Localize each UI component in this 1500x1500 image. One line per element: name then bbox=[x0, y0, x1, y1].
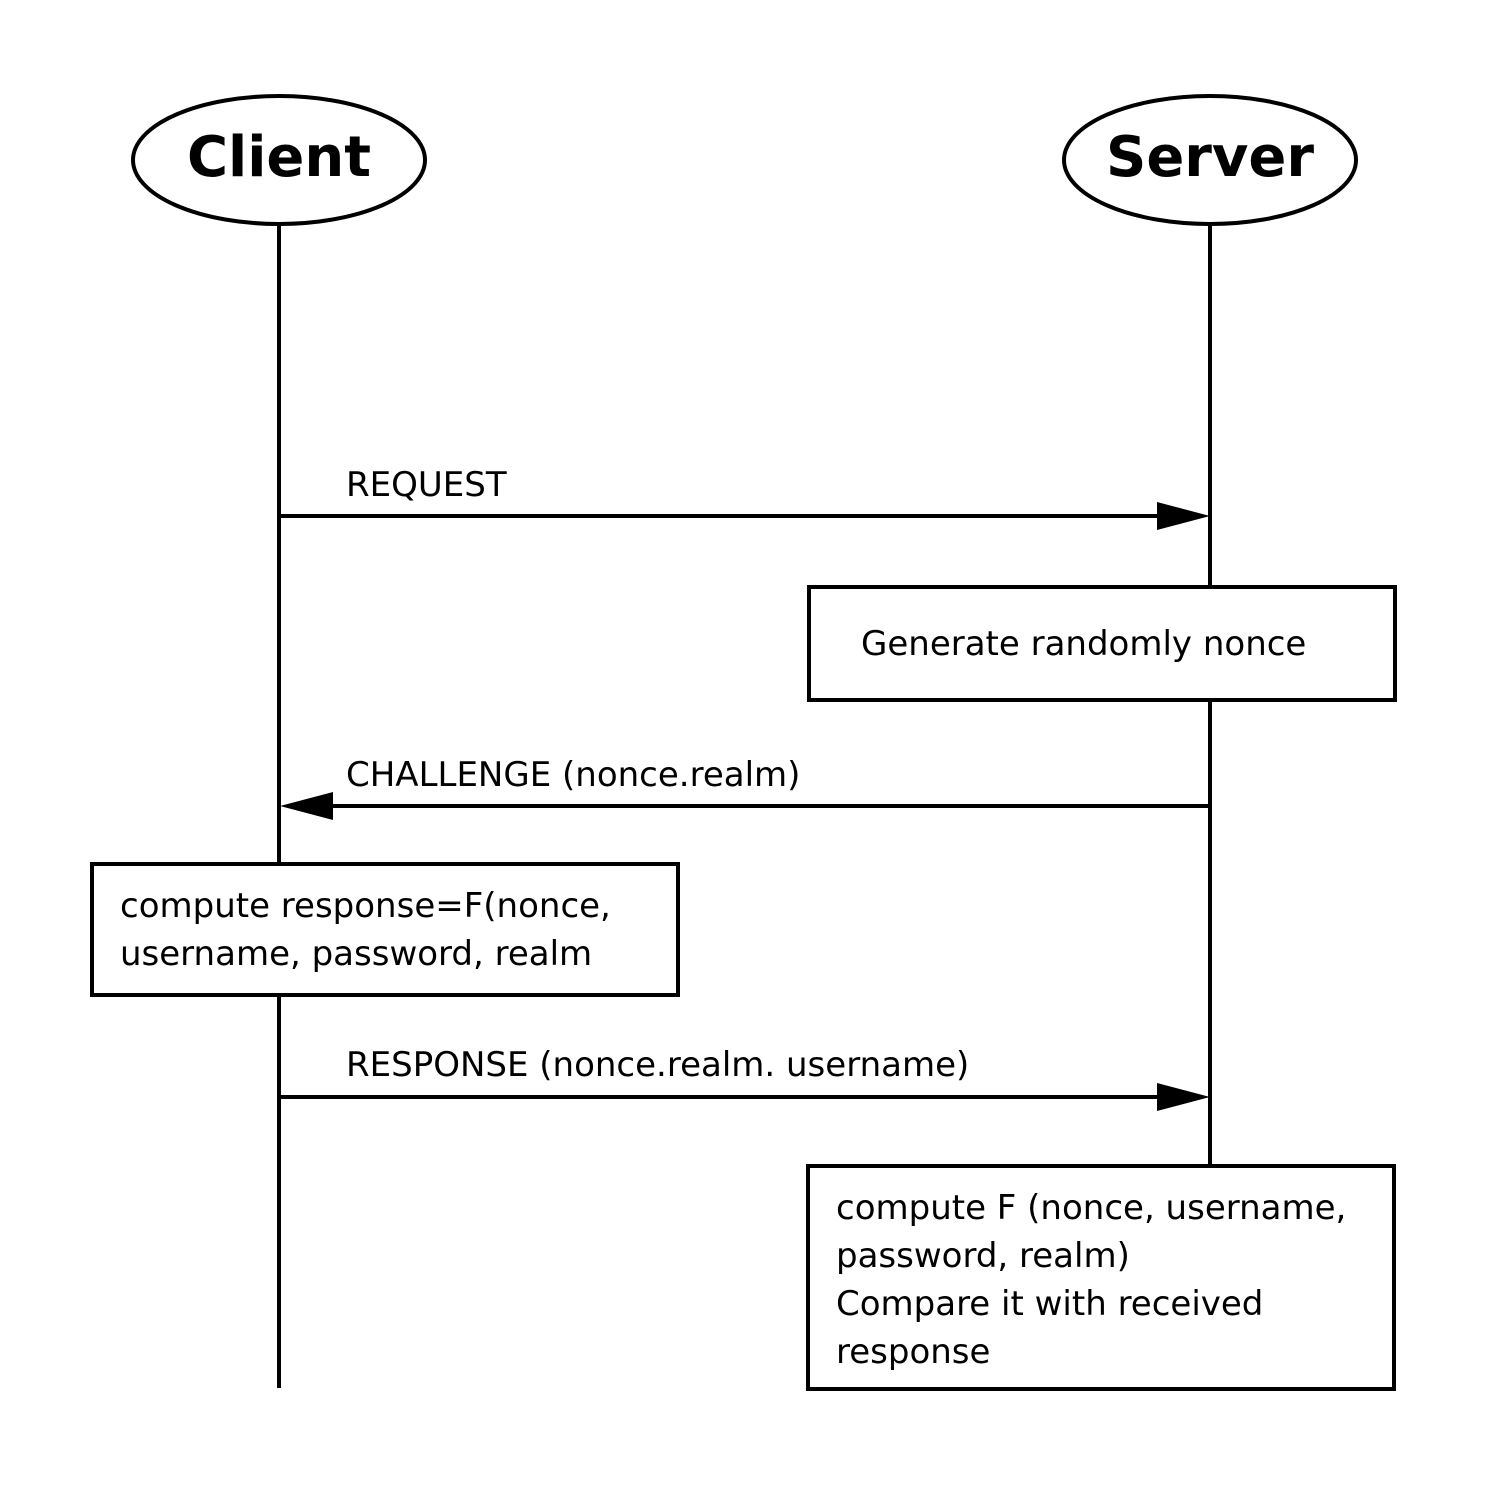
request-arrowhead bbox=[1157, 502, 1210, 530]
client-compute-note: compute response=F(nonce, username, pass… bbox=[90, 862, 680, 997]
client-compute-line-2: username, password, realm bbox=[120, 934, 593, 974]
client-actor-label: Client bbox=[186, 125, 372, 190]
client-compute-line-1: compute response=F(nonce, bbox=[120, 886, 611, 926]
server-compute-line-1: compute F (nonce, username, bbox=[836, 1188, 1347, 1228]
challenge-message-label: CHALLENGE (nonce.realm) bbox=[346, 755, 801, 795]
request-message-label: REQUEST bbox=[346, 465, 507, 505]
generate-nonce-note: Generate randomly nonce bbox=[807, 585, 1397, 702]
server-compute-note: compute F (nonce, username, password, re… bbox=[806, 1164, 1396, 1391]
generate-nonce-text: Generate randomly nonce bbox=[861, 624, 1307, 664]
server-compute-line-2: password, realm) bbox=[836, 1236, 1130, 1276]
server-compute-line-4: response bbox=[836, 1332, 991, 1372]
response-message-label: RESPONSE (nonce.realm. username) bbox=[346, 1045, 970, 1085]
challenge-arrowhead bbox=[280, 792, 333, 820]
response-arrowhead bbox=[1157, 1083, 1210, 1111]
server-compute-line-3: Compare it with received bbox=[836, 1284, 1264, 1324]
server-actor-label: Server bbox=[1105, 125, 1315, 190]
